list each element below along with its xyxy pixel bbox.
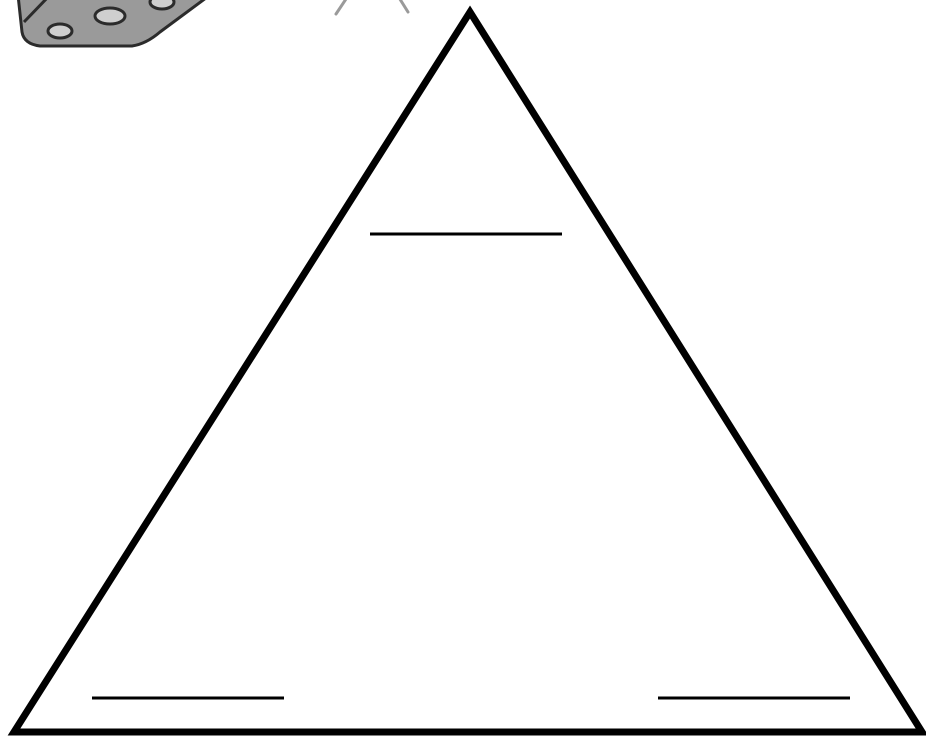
clipart-hole	[150, 0, 174, 9]
clipart-fragment-icon	[18, 0, 210, 46]
clipart-hole	[95, 8, 125, 24]
clipart-stroke	[398, 0, 408, 12]
clipart-stroke	[336, 0, 348, 14]
clipart-hole	[48, 24, 72, 38]
triangle-outline	[14, 12, 922, 732]
clipart-fragment-strokes	[336, 0, 408, 14]
